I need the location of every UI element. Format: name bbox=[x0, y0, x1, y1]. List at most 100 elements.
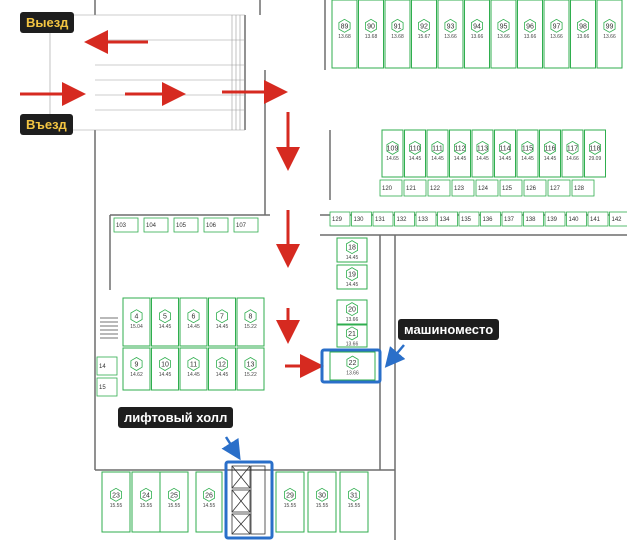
spot-number: 136 bbox=[483, 217, 494, 223]
spot-number: 96 bbox=[526, 23, 534, 30]
parking-spot-114: 114 14.45 bbox=[494, 129, 516, 178]
spot-area: 14.45 bbox=[499, 156, 512, 162]
parking-spot-138: 138 bbox=[523, 211, 544, 227]
parking-spot-130: 130 bbox=[351, 211, 372, 227]
spot-area: 15.67 bbox=[418, 34, 431, 40]
parking-spot-140: 140 bbox=[566, 211, 587, 227]
spot-number: 24 bbox=[142, 492, 150, 499]
parking-spot-139: 139 bbox=[544, 211, 566, 227]
parking-spot-122: 122 bbox=[427, 179, 451, 197]
spot-number: 124 bbox=[478, 186, 489, 192]
spot-number: 112 bbox=[454, 145, 465, 152]
spot-number: 125 bbox=[502, 186, 513, 192]
parking-spot-128: 128 bbox=[571, 179, 595, 197]
spot-area: 13.66 bbox=[346, 341, 359, 347]
spot-number: 7 bbox=[220, 314, 224, 321]
spot-area: 13.66 bbox=[346, 317, 359, 323]
spot-area: 14.45 bbox=[216, 372, 229, 378]
parking-spot-124: 124 bbox=[475, 179, 499, 197]
spot-number: 31 bbox=[350, 492, 358, 499]
spot-number: 8 bbox=[249, 314, 253, 321]
spot-area: 14.45 bbox=[431, 156, 444, 162]
spot-area: 14.45 bbox=[409, 156, 422, 162]
spot-number: 107 bbox=[236, 223, 247, 229]
parking-spot-126: 126 bbox=[523, 179, 547, 197]
parking-spot-120: 120 bbox=[379, 179, 403, 197]
spot-number: 92 bbox=[420, 23, 428, 30]
spot-area: 14.45 bbox=[187, 372, 200, 378]
spot-area: 29.09 bbox=[589, 156, 602, 162]
parking-spot-121: 121 bbox=[403, 179, 427, 197]
spot-number: 18 bbox=[348, 245, 356, 252]
parking-spot-103: 103 bbox=[113, 217, 139, 233]
spot-number: 114 bbox=[499, 145, 510, 152]
spot-number: 9 bbox=[135, 361, 139, 368]
spot-number: 115 bbox=[522, 145, 533, 152]
spot-area: 13.66 bbox=[577, 34, 590, 40]
parking-spot-115: 115 14.45 bbox=[516, 129, 539, 178]
spot-area: 13.68 bbox=[391, 34, 404, 40]
spot-number: 4 bbox=[135, 314, 139, 321]
spot-number: 6 bbox=[192, 314, 196, 321]
parking-spot-104: 104 bbox=[143, 217, 169, 233]
spot-number: 118 bbox=[589, 145, 600, 152]
elevator-hall-label: лифтовый холл bbox=[118, 407, 234, 428]
spot-number: 127 bbox=[550, 186, 561, 192]
spot-area: 14.45 bbox=[476, 156, 489, 162]
spot-area: 14.45 bbox=[521, 156, 534, 162]
spot-number: 142 bbox=[612, 217, 623, 223]
parking-spot-92: 92 15.67 bbox=[411, 0, 437, 69]
spot-number: 103 bbox=[116, 223, 127, 229]
spot-area: 13.66 bbox=[524, 34, 537, 40]
parking-spot-135: 135 bbox=[458, 211, 480, 227]
spot-number: 106 bbox=[206, 223, 217, 229]
parking-spot-106: 106 bbox=[203, 217, 229, 233]
spot-area: 13.66 bbox=[346, 371, 359, 377]
spot-number: 11 bbox=[190, 361, 197, 368]
spot-number: 29 bbox=[286, 492, 294, 499]
spot-area: 14.55 bbox=[203, 503, 216, 509]
spot-number: 138 bbox=[526, 217, 537, 223]
walls bbox=[94, 0, 627, 540]
spot-number: 19 bbox=[348, 272, 356, 279]
parking-spot-14: 14 bbox=[96, 356, 118, 376]
spot-area: 14.62 bbox=[130, 372, 143, 378]
spot-number: 23 bbox=[112, 492, 120, 499]
spot-number: 99 bbox=[606, 23, 614, 30]
spot-area: 14.45 bbox=[187, 324, 200, 330]
spot-number: 20 bbox=[348, 307, 356, 314]
parking-spot-105: 105 bbox=[173, 217, 199, 233]
parking-spot-142: 142 bbox=[609, 211, 627, 227]
highlights bbox=[221, 344, 406, 540]
spot-area: 14.45 bbox=[159, 372, 172, 378]
spot-number: 131 bbox=[375, 217, 386, 223]
exit-label: Выезд bbox=[20, 12, 75, 33]
spot-area: 14.65 bbox=[386, 156, 399, 162]
spot-number: 117 bbox=[567, 145, 578, 152]
spot-number: 132 bbox=[397, 217, 408, 223]
spot-number: 90 bbox=[367, 23, 375, 30]
spot-area: 15.55 bbox=[168, 503, 181, 509]
parking-spot-7: 714.45 bbox=[208, 297, 236, 347]
parking-spot-131: 131 bbox=[372, 211, 394, 227]
parking-spot-8: 815.22 bbox=[236, 297, 265, 347]
spot-number: 123 bbox=[454, 186, 465, 192]
